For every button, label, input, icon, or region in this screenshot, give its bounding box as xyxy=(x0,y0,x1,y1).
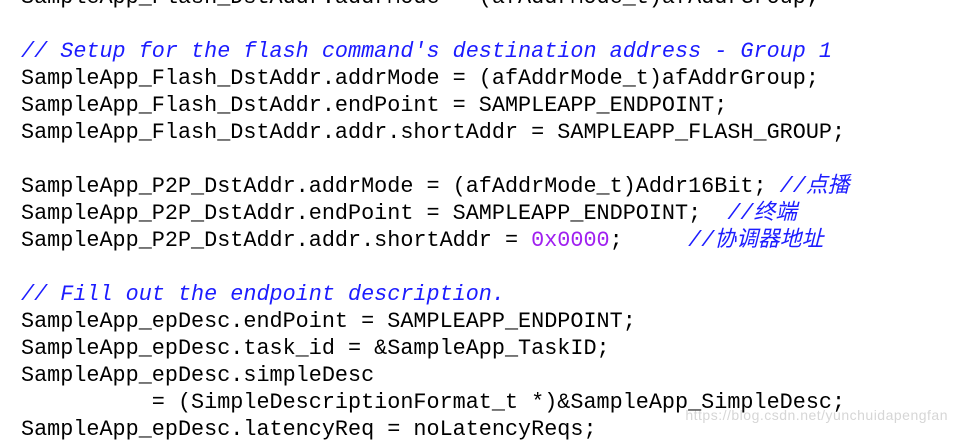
code-line: SampleApp_epDesc.latencyReq = noLatencyR… xyxy=(21,416,849,443)
code-line: // Setup for the flash command's destina… xyxy=(21,38,849,65)
code-comment: // Fill out the endpoint description. xyxy=(21,282,505,307)
code-line: // Fill out the endpoint description. xyxy=(21,281,849,308)
code-comment: //点播 xyxy=(779,174,850,199)
code-text: SampleApp_P2P_DstAddr.addrMode = (afAddr… xyxy=(21,174,780,199)
code-text: SampleApp_epDesc.task_id = &SampleApp_Ta… xyxy=(21,336,610,361)
code-text: SampleApp_Flash_DstAddr.addrMode = (afAd… xyxy=(21,66,819,91)
code-comment: //协调器地址 xyxy=(688,228,824,253)
code-text: SampleApp_Flash_DstAddr.endPoint = SAMPL… xyxy=(21,93,728,118)
code-text: SampleApp_Flash_DstAddr.addrMode = (afAd… xyxy=(21,0,819,10)
code-line: SampleApp_Flash_DstAddr.addr.shortAddr =… xyxy=(21,119,849,146)
code-text: SampleApp_epDesc.endPoint = SAMPLEAPP_EN… xyxy=(21,309,636,334)
code-number: 0x0000 xyxy=(531,228,610,253)
code-line: SampleApp_P2P_DstAddr.addr.shortAddr = 0… xyxy=(21,227,849,254)
code-line xyxy=(21,254,849,281)
code-line: SampleApp_epDesc.simpleDesc xyxy=(21,362,849,389)
code-editor: SampleApp_Flash_DstAddr.addrMode = (afAd… xyxy=(21,0,849,443)
code-line: SampleApp_P2P_DstAddr.endPoint = SAMPLEA… xyxy=(21,200,849,227)
code-line: SampleApp_P2P_DstAddr.addrMode = (afAddr… xyxy=(21,173,849,200)
code-text: SampleApp_epDesc.simpleDesc xyxy=(21,363,375,388)
code-comment: // Setup for the flash command's destina… xyxy=(21,39,832,64)
code-comment: //终端 xyxy=(727,201,798,226)
code-text: SampleApp_Flash_DstAddr.addr.shortAddr =… xyxy=(21,120,846,145)
code-text: SampleApp_epDesc.latencyReq = noLatencyR… xyxy=(21,417,597,442)
code-line: SampleApp_Flash_DstAddr.addrMode = (afAd… xyxy=(21,65,849,92)
code-text: SampleApp_P2P_DstAddr.endPoint = SAMPLEA… xyxy=(21,201,728,226)
code-line xyxy=(21,11,849,38)
code-line xyxy=(21,146,849,173)
code-line: SampleApp_Flash_DstAddr.endPoint = SAMPL… xyxy=(21,92,849,119)
watermark: https://blog.csdn.net/yunchuidapengfan xyxy=(685,407,948,423)
code-text: = (SimpleDescriptionFormat_t *)&SampleAp… xyxy=(21,390,846,415)
code-text: ; xyxy=(609,228,689,253)
code-line: SampleApp_epDesc.task_id = &SampleApp_Ta… xyxy=(21,335,849,362)
code-line: SampleApp_Flash_DstAddr.addrMode = (afAd… xyxy=(21,0,849,11)
code-line: = (SimpleDescriptionFormat_t *)&SampleAp… xyxy=(21,389,849,416)
code-text: SampleApp_P2P_DstAddr.addr.shortAddr = xyxy=(21,228,532,253)
code-line: SampleApp_epDesc.endPoint = SAMPLEAPP_EN… xyxy=(21,308,849,335)
